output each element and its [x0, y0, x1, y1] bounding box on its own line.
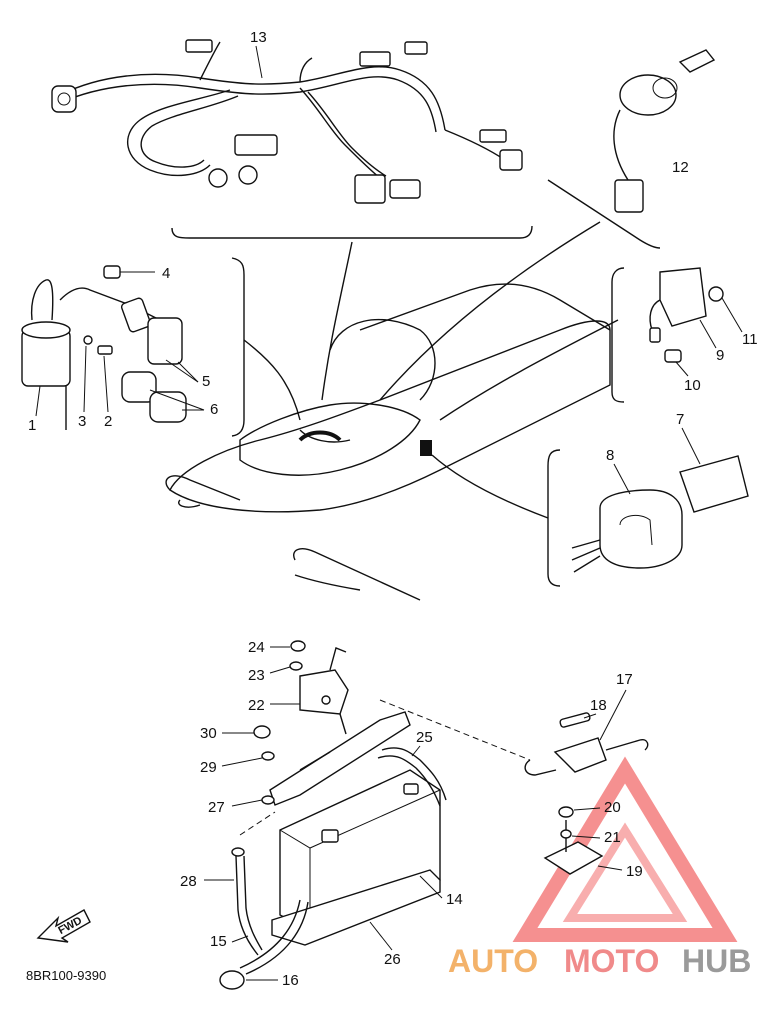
callout-19: 19: [626, 863, 643, 880]
callout-25: 25: [416, 729, 433, 746]
callout-4: 4: [162, 265, 170, 282]
callout-15: 15: [210, 933, 227, 950]
callout-12: 12: [672, 159, 689, 176]
leader-coil: [243, 339, 301, 421]
leader-regulator: [439, 319, 619, 421]
coil-bracket: [231, 257, 245, 437]
callout-16: 16: [282, 972, 299, 989]
diagram-code: 8BR100-9390: [26, 968, 106, 983]
callout-1: 1: [28, 417, 36, 434]
callout-14: 14: [446, 891, 463, 908]
callout-10: 10: [684, 377, 701, 394]
cdi-bracket: [547, 449, 561, 587]
callout-5: 5: [202, 373, 210, 390]
callout-6: 6: [210, 401, 218, 418]
leader-cdi: [431, 454, 549, 519]
callout-2: 2: [104, 413, 112, 430]
callout-22: 22: [248, 697, 265, 714]
snowmobile-body: [165, 283, 611, 601]
callout-13: 13: [250, 29, 267, 46]
switch-bracket: [547, 179, 661, 249]
harness-bracket: [171, 225, 533, 239]
watermark-text-hub: HUB: [682, 943, 751, 979]
callout-27: 27: [208, 799, 225, 816]
callout-26: 26: [384, 951, 401, 968]
callout-3: 3: [78, 413, 86, 430]
watermark-text-auto: AUTO: [448, 943, 538, 979]
watermark-triangle-inner: [562, 822, 688, 922]
regulator-bracket: [611, 267, 625, 403]
watermark: AUTO MOTO HUB: [448, 756, 751, 979]
callout-7: 7: [676, 411, 684, 428]
ignition-coil-group: 4 5 6 1 3 2: [21, 257, 245, 437]
callout-28: 28: [180, 873, 197, 890]
fwd-arrow: FWD: [36, 909, 91, 943]
callout-11: 11: [742, 331, 758, 348]
cdi-group: 7 8: [547, 411, 749, 587]
callout-24: 24: [248, 639, 265, 656]
main-switch: 12: [613, 49, 716, 213]
leader-switch: [379, 221, 601, 401]
callout-20: 20: [604, 799, 621, 816]
battery-group: 24 23 22 30 29 27 28 15 16 26 14 25 17 1…: [180, 639, 649, 990]
callout-18: 18: [590, 697, 607, 714]
watermark-text-moto: MOTO: [564, 943, 659, 979]
callout-29: 29: [200, 759, 217, 776]
callout-30: 30: [200, 725, 217, 742]
wire-harness: 13: [51, 29, 523, 204]
callout-21: 21: [604, 829, 621, 846]
callout-9: 9: [716, 347, 724, 364]
callout-17: 17: [616, 671, 633, 688]
callout-23: 23: [248, 667, 265, 684]
callout-8: 8: [606, 447, 614, 464]
voltage-regulator-group: 11 9 10: [611, 267, 758, 403]
leader-harness: [321, 241, 353, 401]
